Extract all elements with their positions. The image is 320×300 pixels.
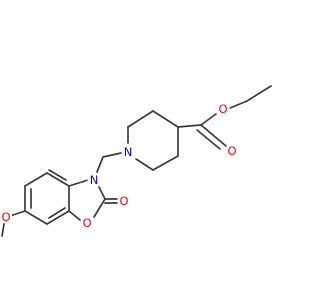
bond-pip-n-c6: [135, 158, 154, 171]
atom-o-ester-ether-label: O: [218, 102, 227, 116]
atom-o-ester-carbonyl: O: [225, 144, 239, 158]
bond-ester-c-double-o: [200, 124, 227, 147]
bond-ethyl-ch2-o: [229, 100, 248, 109]
bond-benz-c3a-c4-inner: [48, 169, 67, 181]
atom-o-ring: O: [80, 216, 94, 230]
bond-benz-c3a-c4: [46, 172, 70, 187]
bond-pip-c6-c5: [152, 155, 179, 171]
bond-c6-o-methoxy: [9, 210, 26, 217]
atom-n-benzoxazolone: N: [87, 173, 101, 187]
atom-o-lactone-carbonyl: O: [117, 194, 131, 208]
bond-o-carbonyl-c: [200, 113, 217, 126]
bond-o-methoxy-ch3: [1, 223, 5, 237]
bond-c2-o1: [93, 198, 106, 218]
bond-pip-c4-c3: [152, 110, 179, 128]
bond-ethyl-ch3-ch2: [246, 85, 272, 102]
atom-o-lactone-carbonyl-label: O: [119, 194, 128, 208]
atom-n-benzoxazolone-label: N: [90, 173, 99, 187]
bond-n-c2: [98, 186, 106, 200]
molecule-structure: O O N N O O O: [0, 85, 272, 237]
bond-benz-c7-c7a-inner: [48, 207, 66, 219]
bond-pip-n-ch2: [102, 152, 122, 158]
atom-o-ester-carbonyl-label: O: [227, 144, 236, 158]
bond-pip-c3-c2: [127, 110, 154, 128]
atom-o-ester-ether: O: [216, 102, 230, 116]
bond-benz-c4-c5: [24, 172, 48, 187]
bond-ch2-n-benzox: [96, 156, 104, 173]
bond-benz-c6-c7: [24, 210, 48, 225]
molecule-canvas: O O N N O O O: [0, 85, 272, 237]
bond-ester-c-double-o-2: [196, 129, 221, 150]
atom-o-methoxy: O: [0, 210, 12, 224]
atom-n-piperidine-label: N: [124, 145, 133, 159]
bond-benz-c7-c7a: [46, 210, 70, 225]
bond-o1-c7a: [68, 210, 81, 221]
atom-o-methoxy-label: O: [1, 210, 10, 224]
bond-carbonyl-c-ring: [177, 124, 202, 128]
atom-o-ring-label: O: [82, 216, 91, 230]
atom-n-piperidine: N: [121, 145, 135, 159]
bond-c3a-n: [68, 179, 89, 187]
